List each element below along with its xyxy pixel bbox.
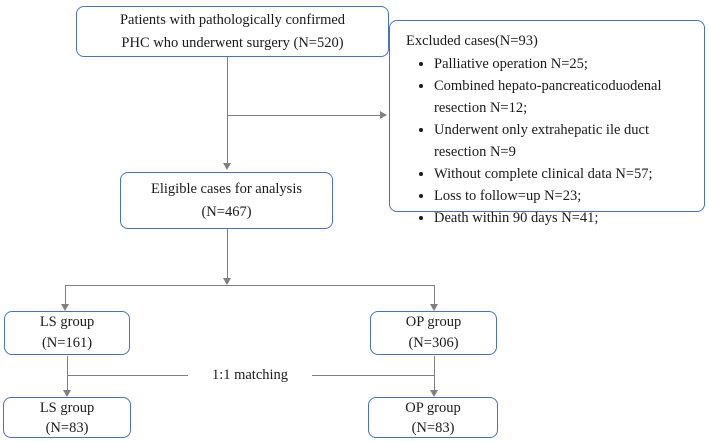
excluded-cases-title: Excluded cases(N=93) — [406, 33, 538, 49]
node-eligible-cases-line2: (N=467) — [201, 203, 252, 220]
node-ls-group-matched: LS group (N=83) — [3, 397, 131, 438]
arrowhead-down-icon — [60, 304, 69, 311]
connector-matching-right — [312, 374, 434, 376]
connector-op-to-matched — [433, 356, 435, 391]
arrowhead-down-icon — [222, 278, 231, 285]
node-op-group-line1: OP group — [405, 314, 462, 330]
excluded-item: Death within 90 days N=41; — [434, 207, 696, 229]
node-ls-group-line1: LS group — [39, 314, 95, 330]
node-patients-surgery: Patients with pathologically confirmed P… — [76, 6, 389, 57]
node-op-group-line2: (N=306) — [408, 335, 459, 351]
node-op-group-matched-line1: OP group — [405, 399, 461, 416]
excluded-item: Combined hepato-pancreaticoduodenal rese… — [434, 75, 696, 119]
excluded-item: Without complete clinical data N=57; — [434, 163, 696, 185]
node-ls-group-line2: (N=161) — [41, 335, 93, 351]
connector-branch-to-excluded — [227, 114, 380, 116]
arrowhead-down-icon — [62, 390, 71, 397]
node-eligible-cases-line1: Eligible cases for analysis — [151, 180, 302, 197]
node-op-group-matched: OP group (N=83) — [368, 397, 498, 438]
node-patients-surgery-line2: PHC who underwent surgery (N=520) — [121, 34, 344, 51]
arrowhead-right-icon — [380, 110, 387, 119]
node-ls-group-matched-line1: LS group — [39, 399, 95, 416]
node-excluded-cases: Excluded cases(N=93) Palliative operatio… — [389, 20, 705, 226]
node-op-group-matched-line2: (N=83) — [411, 419, 455, 436]
excluded-cases-list: Palliative operation N=25; Combined hepa… — [406, 53, 696, 229]
node-ls-group-matched-line2: (N=83) — [45, 419, 89, 436]
node-ls-group: LS group (N=161) — [4, 311, 130, 355]
excluded-item: Underwent only extrahepatic ile duct res… — [434, 119, 696, 163]
arrowhead-down-icon — [429, 304, 438, 311]
arrowhead-down-icon — [222, 163, 231, 170]
connector-split-to-op — [433, 285, 435, 305]
connector-top-to-eligible — [226, 57, 228, 164]
node-op-group: OP group (N=306) — [370, 311, 497, 355]
connector-split-horizontal — [65, 284, 434, 286]
node-eligible-cases: Eligible cases for analysis (N=467) — [120, 172, 333, 229]
connector-ls-to-matched — [66, 356, 68, 391]
excluded-item: Loss to follow=up N=23; — [434, 185, 696, 207]
connector-matching-left — [67, 374, 188, 376]
node-patients-surgery-line1: Patients with pathologically confirmed — [119, 11, 346, 28]
excluded-item: Palliative operation N=25; — [434, 53, 696, 75]
arrowhead-down-icon — [429, 390, 438, 397]
connector-eligible-to-split — [226, 229, 228, 279]
matching-label: 1:1 matching — [211, 367, 289, 383]
connector-split-to-ls — [64, 285, 66, 305]
